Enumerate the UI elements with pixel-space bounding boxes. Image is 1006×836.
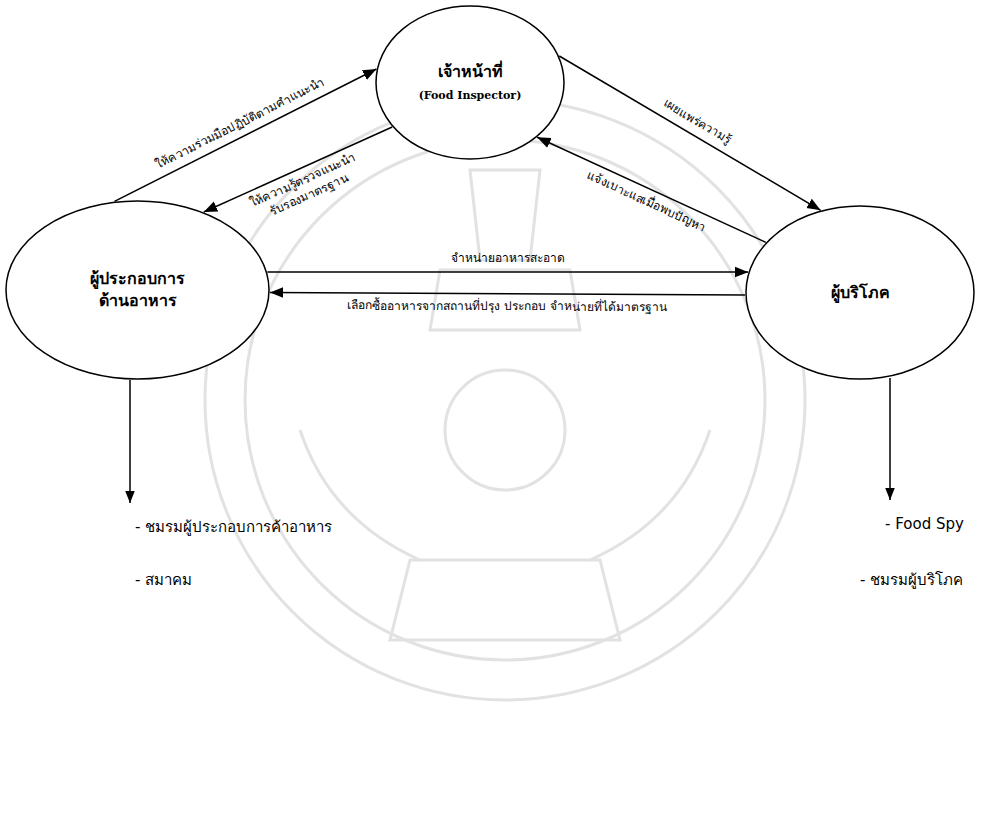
arrow-label: แจ้งเบาะแสเมื่อพบปัญหา <box>584 168 708 236</box>
member-list-item: - สมาคม <box>135 568 192 592</box>
ellipse-outline <box>5 200 270 380</box>
flow-arrow <box>270 293 745 295</box>
arrow-label: จำหน่ายอาหารสะอาด <box>451 251 565 267</box>
member-list-item: - ชมรมผู้บริโภค <box>860 568 963 592</box>
ellipse-node: ผู้ประกอบการ ด้านอาหาร <box>5 200 270 380</box>
ellipse-node: ผู้บริโภค <box>745 205 975 380</box>
member-list-item: - Food Spy <box>885 515 964 533</box>
member-list-item: - ชมรมผู้ประกอบการค้าอาหาร <box>135 515 332 539</box>
node-subtitle: (Food Inspector) <box>419 89 522 104</box>
node-title: ผู้ประกอบการ ด้านอาหาร <box>78 268 198 311</box>
node-title: เจ้าหน้าที่ <box>438 61 503 83</box>
watermark-emblem <box>205 100 805 700</box>
ellipse-outline <box>375 5 565 160</box>
flow-arrow <box>537 137 766 242</box>
node-title: ผู้บริโภค <box>831 282 890 304</box>
leader-arrow <box>129 380 131 503</box>
arrow-label: ให้ความร่วมมือปฏิบัติตามคำแนะนำ <box>153 74 327 172</box>
arrow-label: ให้ความรู้ตรวจแนะนำ รับรองมาตรฐาน <box>232 143 382 233</box>
arrow-label: เลือกซื้ออาหารจากสถานที่ปรุง ประกอบ จำหน… <box>348 298 668 315</box>
flow-arrow <box>267 271 748 273</box>
leader-arrow <box>889 378 891 500</box>
ellipse-node: เจ้าหน้าที่ (Food Inspector) <box>375 5 565 160</box>
